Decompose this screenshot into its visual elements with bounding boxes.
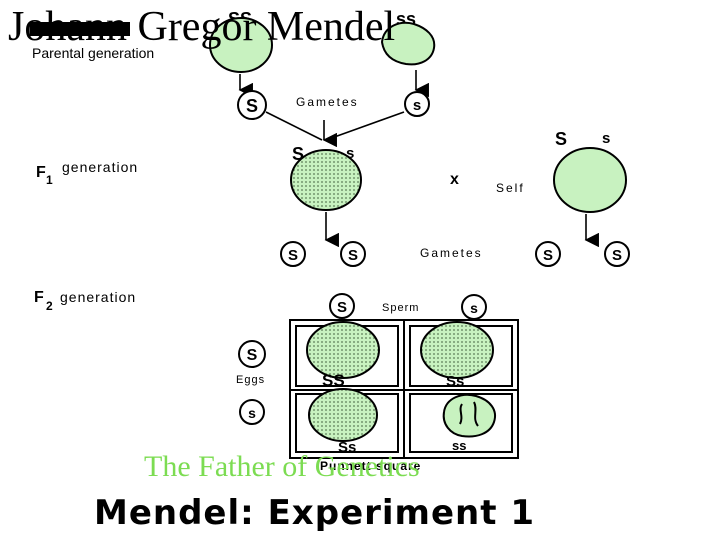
gamete-s-circle: [404, 91, 430, 117]
pea-br-wrinkled: [442, 393, 496, 438]
gamete-s: s: [413, 97, 421, 114]
f2-label-letter: F: [34, 289, 44, 306]
gamete-S: S: [246, 96, 258, 116]
self-label: Self: [496, 181, 525, 195]
f1-label-rest: generation: [62, 159, 138, 175]
f1-gamete-4: S: [612, 247, 622, 264]
sperm-s: s: [470, 300, 478, 316]
f2-label-sub: 2: [46, 299, 53, 313]
slide-title: Johann Gregor Mendel: [8, 4, 396, 50]
f1-gamete-3-circle: [535, 241, 561, 267]
cell-bl-genotype: Ss: [338, 439, 356, 456]
punnett-inner-br: [409, 393, 513, 453]
f1-gamete-3: S: [543, 247, 553, 264]
egg-S-circle: [238, 340, 266, 368]
f1-gamete-4-circle: [604, 241, 630, 267]
parental-generation-label: Parental generation: [30, 22, 154, 61]
punnett-square-label: Punnett square: [320, 459, 421, 473]
f1-label-letter: F: [36, 164, 46, 181]
sperm-label: Sperm: [382, 302, 419, 314]
parent-right-wrinkled-pea: [380, 21, 436, 66]
sperm-S-circle: [329, 293, 355, 319]
gamete-S-circle: [237, 90, 267, 120]
pea-tr: [420, 321, 494, 379]
cell-tl-genotype: SS: [322, 371, 345, 390]
f1-gamete-2: S: [348, 247, 358, 264]
pea-bl: [308, 388, 378, 442]
cross-symbol: x: [450, 171, 459, 188]
pea-tl: [306, 321, 380, 379]
parental-gametes-label: Gametes: [296, 95, 359, 109]
sperm-S: S: [337, 299, 347, 316]
cell-br-genotype: ss: [452, 438, 466, 453]
punnett-square: SS Ss Ss ss: [289, 319, 519, 459]
merge-line-right: [325, 111, 405, 141]
self-pea: [553, 147, 627, 213]
parental-label-text: Parental generation: [32, 45, 154, 61]
egg-S: S: [247, 347, 258, 364]
self-genotype-S: S: [555, 129, 567, 149]
egg-s-circle: [239, 399, 265, 425]
parent-left-pea: [209, 17, 273, 73]
slide-subtitle: The Father of Genetics: [144, 450, 420, 483]
f1-pea: [290, 149, 362, 211]
egg-s: s: [248, 405, 256, 421]
f1-gamete-2-circle: [340, 241, 366, 267]
experiment-heading: Mendel: Experiment 1: [94, 493, 535, 533]
f1-gamete-1-circle: [280, 241, 306, 267]
eggs-label: Eggs: [236, 374, 265, 386]
f1-label-sub: 1: [46, 173, 53, 187]
f2-label-rest: generation: [60, 289, 136, 305]
self-genotype-s: s: [602, 130, 610, 147]
merge-line-left: [265, 111, 323, 141]
f1-genotype-s: s: [346, 145, 354, 162]
cell-tr-genotype: Ss: [446, 373, 464, 390]
f1-gamete-1: S: [288, 247, 298, 264]
f1-gametes-label: Gametes: [420, 246, 483, 260]
